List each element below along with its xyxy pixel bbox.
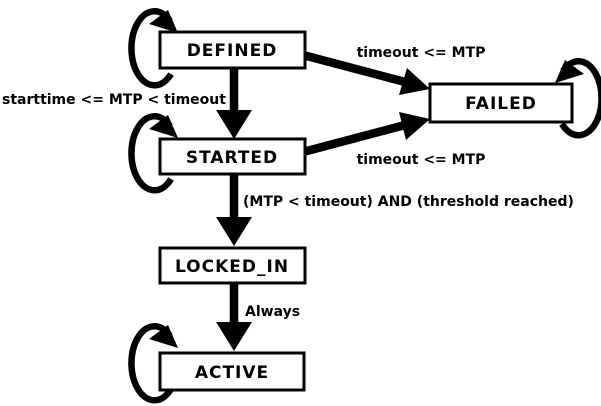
edge-locked-in-to-active <box>216 281 252 351</box>
edge-started-to-failed <box>301 112 430 157</box>
state-label: STARTED <box>186 148 278 168</box>
edge-label-defined-to-started: starttime <= MTP < timeout <box>2 92 226 108</box>
state-started: STARTED <box>158 137 307 176</box>
self-loop-active <box>128 323 174 404</box>
state-locked-in: LOCKED_IN <box>158 246 307 285</box>
arrow-head <box>399 68 430 95</box>
state-label: FAILED <box>465 94 537 114</box>
edge-defined-to-failed <box>301 50 430 95</box>
arrow-head <box>399 112 430 140</box>
self-loop-arc <box>128 323 174 404</box>
state-defined: DEFINED <box>158 30 307 70</box>
edge-shaft <box>301 120 407 157</box>
edge-label-locked-in-to-active: Always <box>245 304 300 320</box>
self-loop-arc <box>128 8 174 89</box>
arrow-head <box>149 325 178 348</box>
arrow-head <box>555 60 584 83</box>
self-loop-defined <box>128 8 174 89</box>
edge-label-started-to-locked-in: (MTP < timeout) AND (threshold reached) <box>243 194 574 210</box>
self-loop-arc <box>128 113 174 194</box>
edge-defined-to-started <box>216 66 252 139</box>
state-box <box>158 246 307 285</box>
self-loop-failed <box>559 58 601 139</box>
edge-label-started-to-failed: timeout <= MTP <box>357 152 486 168</box>
edge-shaft <box>301 50 407 87</box>
arrow-head <box>216 110 252 139</box>
arrow-head <box>216 217 252 246</box>
state-active: ACTIVE <box>158 351 306 392</box>
state-box <box>428 82 574 124</box>
state-label: LOCKED_IN <box>175 257 289 277</box>
state-box <box>158 137 307 176</box>
state-box <box>158 351 306 392</box>
state-failed: FAILED <box>428 82 574 124</box>
arrow-head <box>149 115 178 138</box>
arrow-head <box>216 322 252 351</box>
state-box <box>158 30 307 70</box>
edge-started-to-locked-in <box>216 172 252 246</box>
state-label: ACTIVE <box>195 363 269 383</box>
state-label: DEFINED <box>187 41 278 61</box>
arrow-head <box>149 10 178 33</box>
self-loop-started <box>128 113 174 194</box>
edge-label-defined-to-failed: timeout <= MTP <box>357 45 486 61</box>
self-loop-arc <box>559 58 601 139</box>
